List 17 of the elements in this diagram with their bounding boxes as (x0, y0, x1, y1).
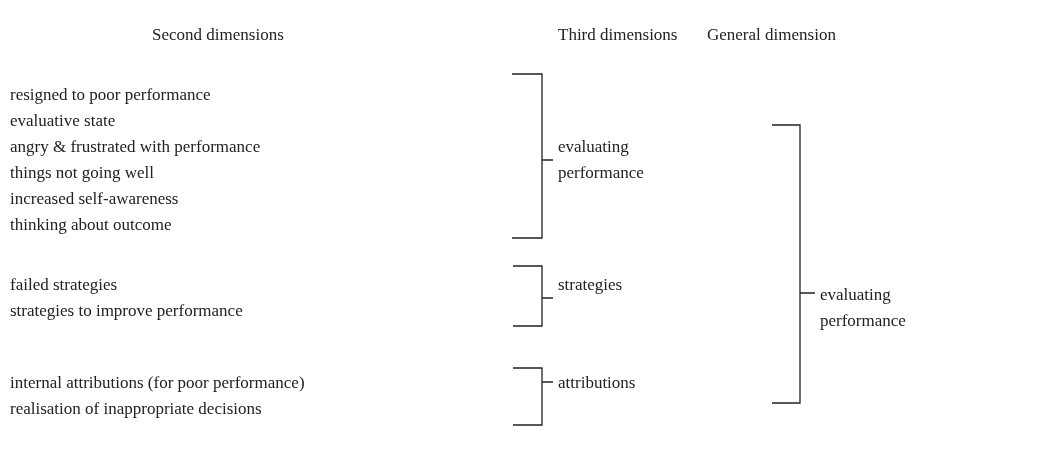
theme-text: things not going well (10, 162, 155, 184)
theme-text: thinking about outcome (10, 214, 172, 236)
theme-text: evaluating performance (820, 284, 907, 332)
theme-text: attributions (558, 372, 636, 394)
column-heading: Third dimensions (558, 24, 678, 46)
column-heading: Second dimensions (152, 24, 284, 46)
theme-text: strategies to improve performance (10, 300, 243, 322)
column-heading: General dimension (707, 24, 836, 46)
theme-text: evaluative state (10, 110, 116, 132)
theme-text: strategies (558, 274, 623, 296)
theme-text: resigned to poor performance (10, 84, 211, 106)
theme-text: increased self-awareness (10, 188, 179, 210)
theme-text: angry & frustrated with performance (10, 136, 261, 158)
theme-text: failed strategies (10, 274, 118, 296)
theme-text: internal attributions (for poor performance) (10, 372, 305, 394)
theme-text: realisation of inappropriate decisions (10, 398, 262, 420)
theme-text: evaluating performance (558, 136, 645, 184)
